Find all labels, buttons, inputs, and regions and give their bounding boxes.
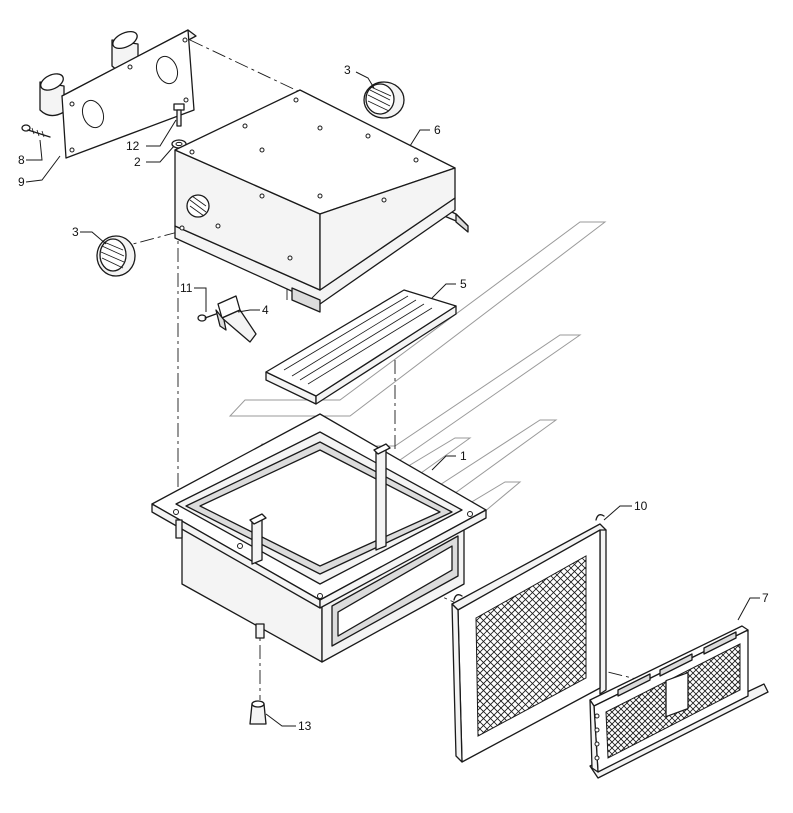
mesh-line (606, 644, 641, 758)
mesh-line (476, 556, 586, 736)
mesh-line (278, 630, 418, 770)
mesh-line (528, 556, 586, 736)
mesh-line (479, 556, 586, 736)
mesh-line (278, 630, 418, 770)
mesh-line (476, 556, 586, 736)
callout-10: 10 (634, 499, 648, 513)
mesh-line (535, 556, 586, 736)
mesh-line (326, 630, 466, 770)
mesh-line (476, 556, 586, 736)
mesh-line (753, 540, 793, 750)
mesh-line (606, 644, 653, 758)
mesh-line (760, 540, 793, 750)
mesh-line (781, 540, 793, 750)
callout-7: 7 (762, 591, 769, 605)
latch-part-4 (215, 295, 257, 343)
mesh-line (230, 630, 370, 770)
mesh-line (788, 630, 793, 770)
mesh-line (476, 556, 586, 736)
mesh-line (788, 540, 793, 750)
mesh-line (746, 540, 793, 750)
callout-3-upper: 3 (344, 63, 351, 77)
mesh-line (767, 540, 793, 750)
callout-12: 12 (126, 139, 140, 153)
callout-4: 4 (262, 303, 269, 317)
mesh-line (782, 630, 793, 770)
vent-grille-part-3-lower (96, 235, 136, 277)
callout-11: 11 (180, 281, 193, 295)
mesh-line (758, 630, 793, 770)
mesh-line (752, 630, 793, 770)
callout-5: 5 (460, 277, 467, 291)
mesh-line (758, 630, 793, 770)
mesh-line (476, 556, 586, 736)
mesh-line (476, 556, 586, 736)
part-callouts: 3 6 8 9 12 2 3 11 4 5 1 10 7 13 (18, 63, 769, 733)
callout-8: 8 (18, 153, 25, 167)
callout-3-lower: 3 (72, 225, 79, 239)
mesh-line (774, 540, 793, 750)
mesh-line (782, 630, 793, 770)
lower-housing-part-1 (151, 413, 487, 663)
mesh-line (752, 630, 793, 770)
mesh-line (715, 644, 740, 758)
callout-1: 1 (460, 449, 467, 463)
mesh-line (709, 644, 740, 758)
drain-plug-part-13 (249, 700, 267, 725)
upper-cover-part-6 (174, 89, 469, 313)
mesh-line (332, 630, 472, 770)
leader-lines (25, 71, 760, 727)
mesh-line (542, 556, 586, 736)
callout-2: 2 (134, 155, 141, 169)
mesh-line (776, 630, 793, 770)
mesh-line (332, 630, 472, 770)
mesh-line (230, 630, 370, 770)
mesh-line (326, 630, 466, 770)
filter-tray-part-5 (265, 289, 457, 405)
mesh-line (760, 540, 793, 750)
bolt-part-12 (173, 103, 185, 127)
mesh-line (476, 556, 586, 736)
mesh-line (788, 540, 793, 750)
screw-part-8 (21, 124, 51, 138)
mesh-line (774, 540, 793, 750)
callout-13: 13 (298, 719, 312, 733)
mesh-line (781, 540, 793, 750)
mesh-line (606, 644, 635, 758)
mesh-line (549, 556, 586, 736)
screw-part-11 (197, 313, 217, 322)
mesh-line (770, 630, 793, 770)
callout-9: 9 (18, 175, 25, 189)
mesh-line (476, 556, 586, 736)
callout-6: 6 (434, 123, 441, 137)
mesh-line (764, 630, 793, 770)
mesh-line (770, 630, 793, 770)
vent-grille-part-3-upper (363, 81, 405, 119)
mesh-line (753, 540, 793, 750)
mesh-line (746, 540, 793, 750)
mesh-line (521, 556, 586, 736)
mesh-line (703, 644, 740, 758)
mesh-line (476, 556, 586, 736)
mesh-line (776, 630, 793, 770)
mesh-line (767, 540, 793, 750)
mesh-line (788, 630, 793, 770)
mesh-line (764, 630, 793, 770)
mesh-line (606, 644, 647, 758)
duct-flange-part-9 (39, 29, 197, 159)
